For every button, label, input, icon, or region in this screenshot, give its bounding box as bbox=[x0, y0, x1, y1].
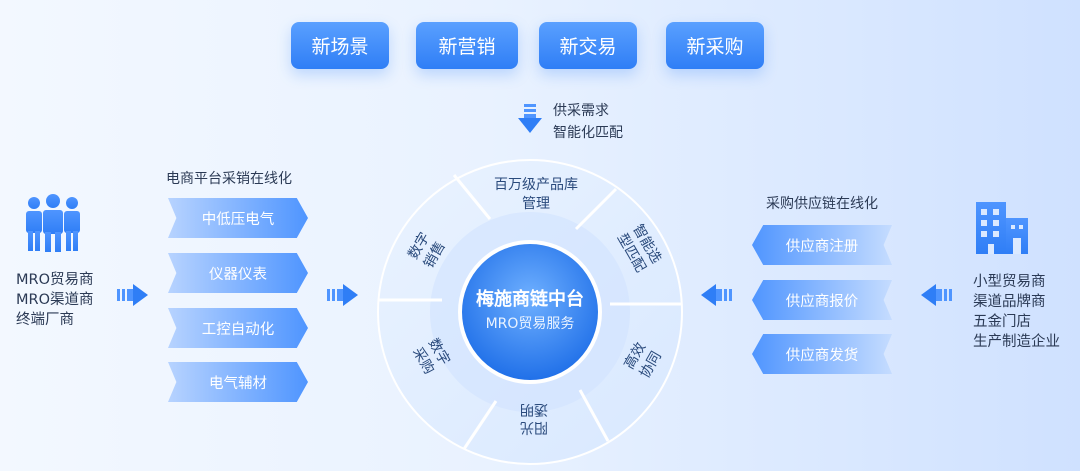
right-customer: 渠道品牌商 bbox=[973, 294, 1046, 310]
left-customers: MRO贸易商 MRO渠道商 终端厂商 bbox=[16, 270, 94, 330]
top-note: 供采需求 智能化匹配 bbox=[553, 100, 623, 144]
right-customer: 生产制造企业 bbox=[973, 334, 1060, 350]
center-wheel: 百万级产品库 管理 智能选 型匹配 高效 协同 阳光 透明 数字 采购 数字 销… bbox=[377, 159, 683, 465]
double-arrow-right-icon bbox=[117, 284, 148, 306]
people-icon bbox=[26, 194, 80, 252]
left-tag-low-voltage[interactable]: 中低压电气 bbox=[168, 198, 308, 238]
building-icon bbox=[976, 202, 1028, 254]
segment-label: 阳光 bbox=[520, 419, 548, 435]
left-tag-instruments[interactable]: 仪器仪表 bbox=[168, 253, 308, 293]
top-note-line-1: 供采需求 bbox=[553, 103, 609, 119]
left-customer: 终端厂商 bbox=[16, 312, 74, 328]
double-arrow-right-icon bbox=[327, 284, 358, 306]
left-tag-accessories[interactable]: 电气辅材 bbox=[168, 362, 308, 402]
center-title: 梅施商链中台 bbox=[476, 288, 584, 310]
double-arrow-down-icon bbox=[518, 104, 542, 133]
segment-label: 百万级产品库 bbox=[494, 177, 578, 193]
segment-label: 管理 bbox=[522, 196, 550, 212]
double-arrow-left-icon bbox=[701, 284, 732, 306]
left-section-title: 电商平台采销在线化 bbox=[166, 171, 292, 187]
top-button-new-procurement[interactable]: 新采购 bbox=[666, 22, 764, 69]
top-button-new-trade[interactable]: 新交易 bbox=[539, 22, 637, 69]
segment-label: 透明 bbox=[520, 401, 548, 417]
right-tag-supplier-quote[interactable]: 供应商报价 bbox=[752, 280, 892, 320]
right-tag-supplier-register[interactable]: 供应商注册 bbox=[752, 225, 892, 265]
right-section-title: 采购供应链在线化 bbox=[766, 196, 878, 212]
center-subtitle: MRO贸易服务 bbox=[486, 316, 575, 332]
left-tag-automation[interactable]: 工控自动化 bbox=[168, 308, 308, 348]
top-note-line-2: 智能化匹配 bbox=[553, 125, 623, 141]
right-tag-supplier-ship[interactable]: 供应商发货 bbox=[752, 334, 892, 374]
double-arrow-left-icon bbox=[921, 284, 952, 306]
right-customer: 五金门店 bbox=[973, 314, 1031, 330]
top-button-new-marketing[interactable]: 新营销 bbox=[416, 22, 518, 69]
top-button-new-scene[interactable]: 新场景 bbox=[291, 22, 389, 69]
left-customer: MRO渠道商 bbox=[16, 292, 94, 308]
right-customer: 小型贸易商 bbox=[973, 274, 1046, 290]
left-customer: MRO贸易商 bbox=[16, 272, 94, 288]
right-customers: 小型贸易商 渠道品牌商 五金门店 生产制造企业 bbox=[973, 272, 1060, 352]
